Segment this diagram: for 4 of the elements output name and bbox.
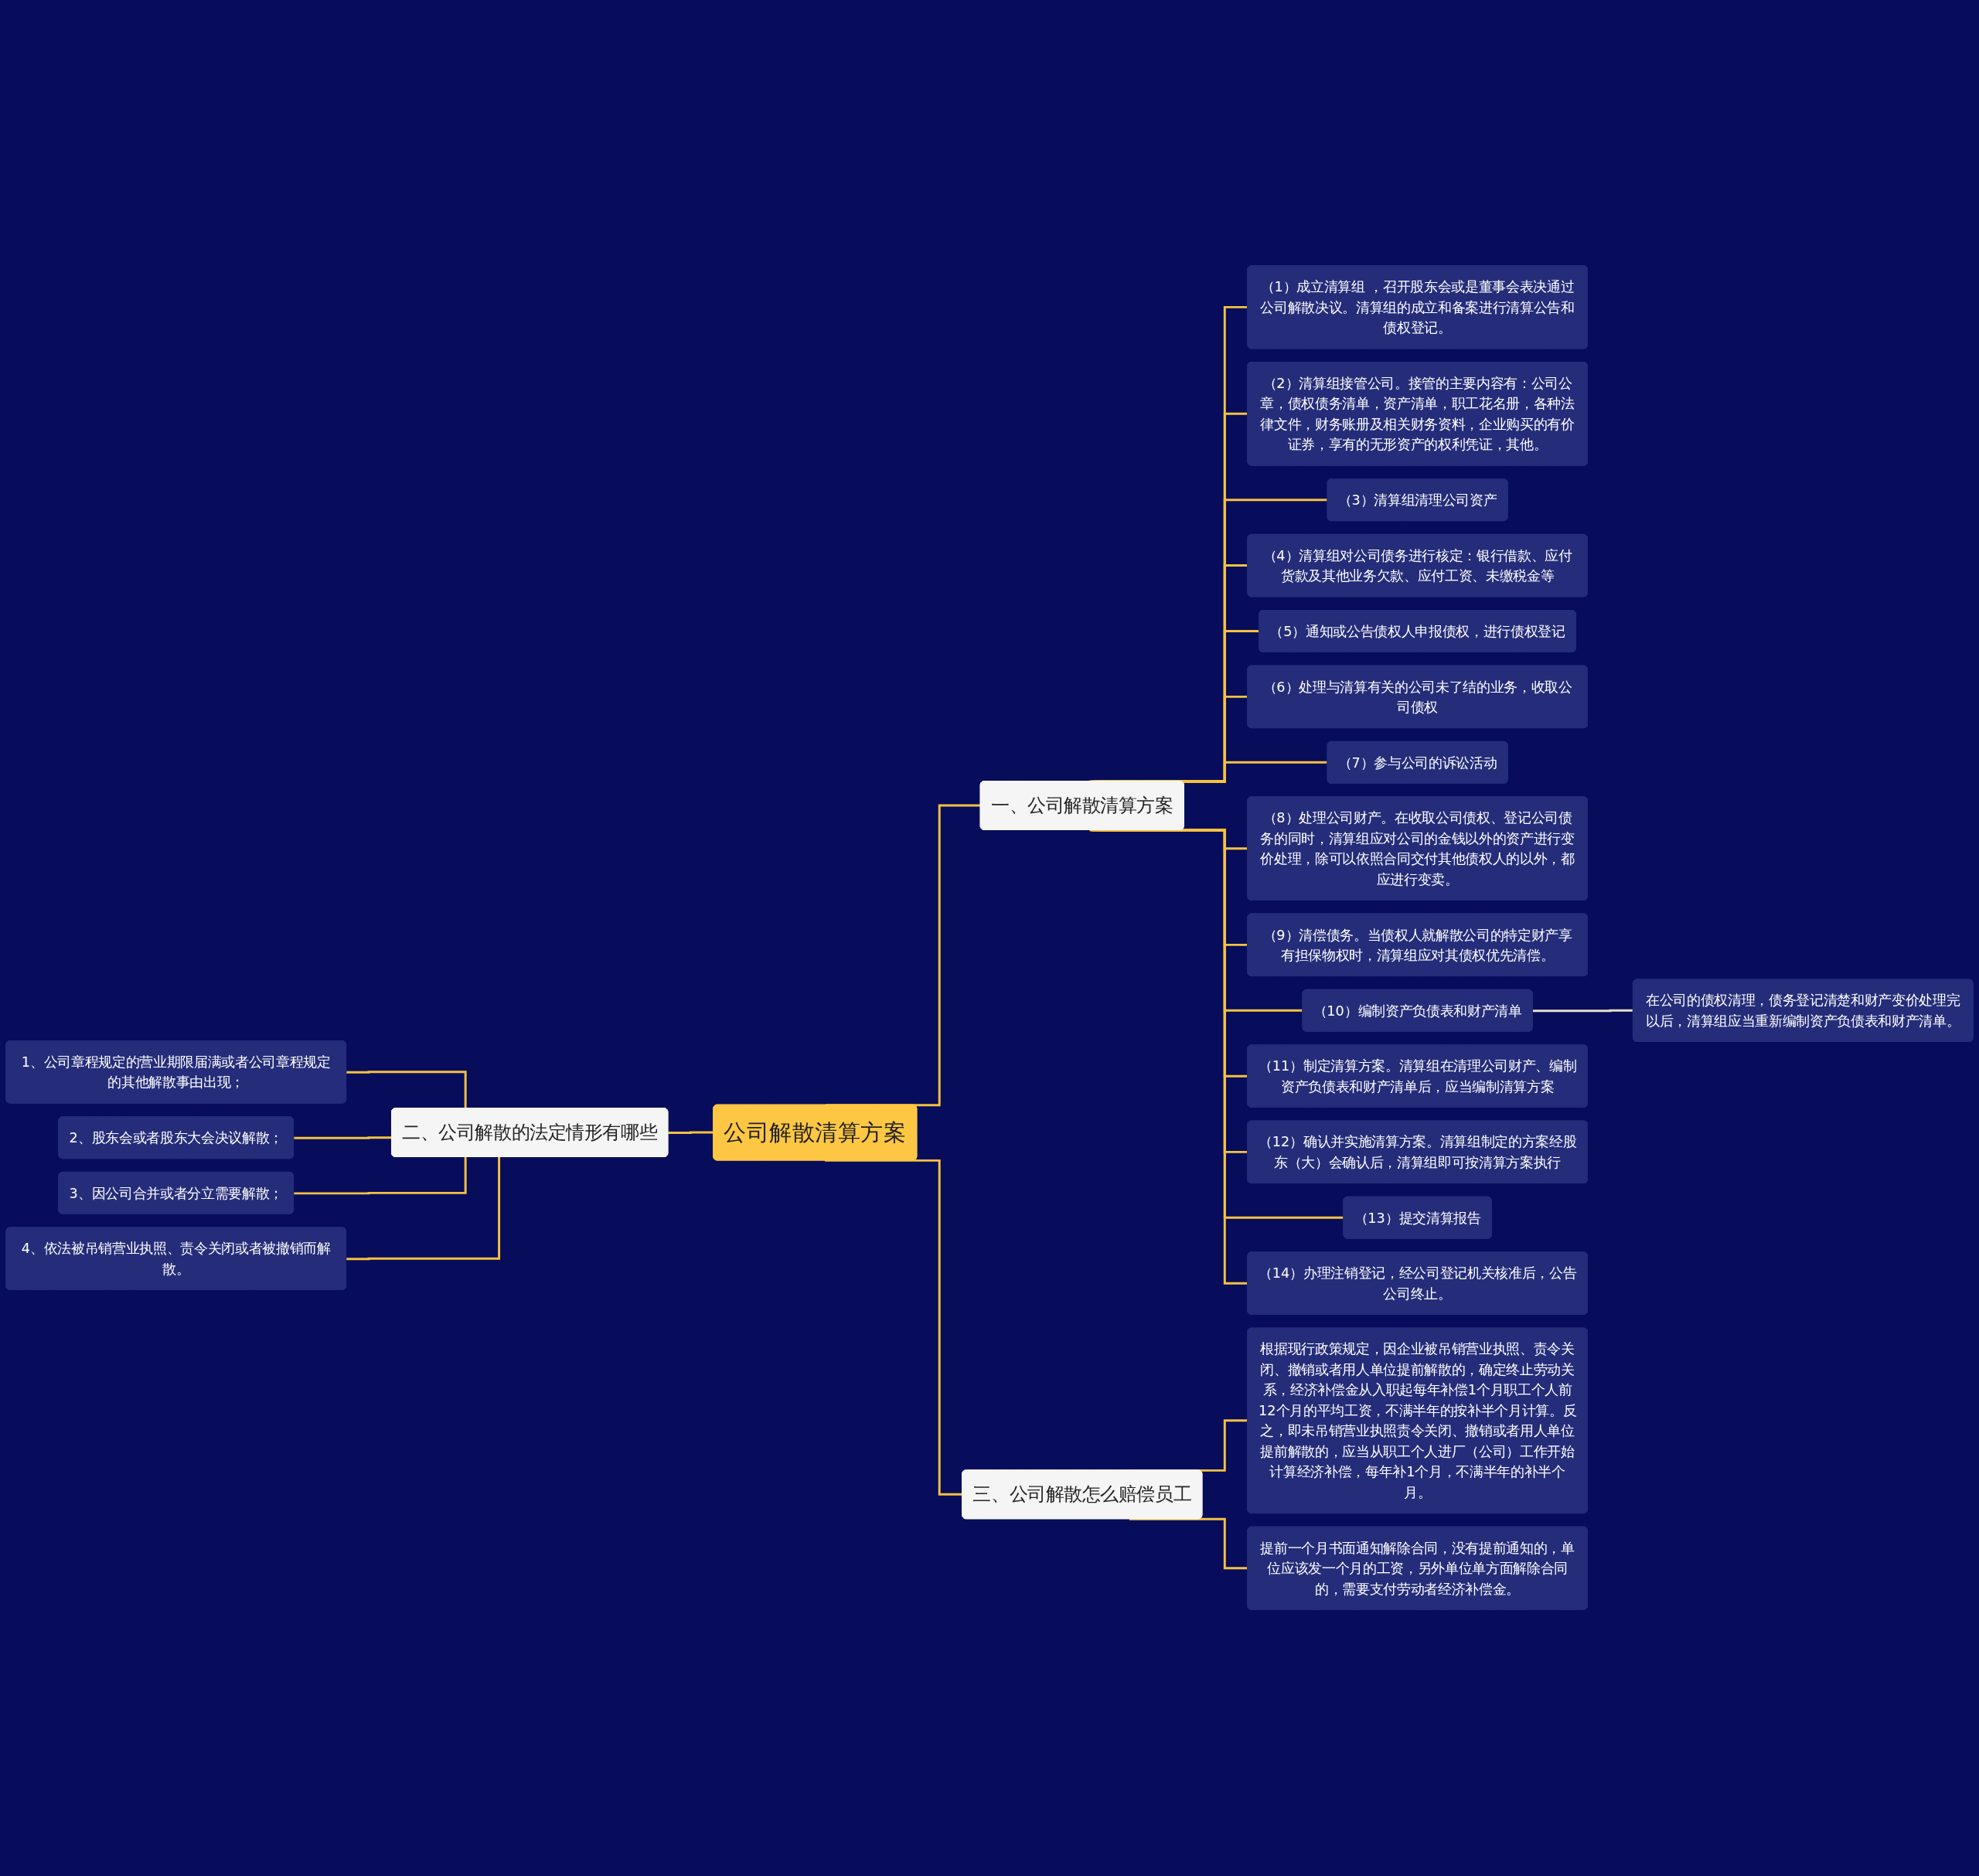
connector (346, 1071, 467, 1109)
connector (346, 1157, 501, 1261)
connector (294, 1157, 467, 1195)
connector (1089, 829, 1249, 1285)
